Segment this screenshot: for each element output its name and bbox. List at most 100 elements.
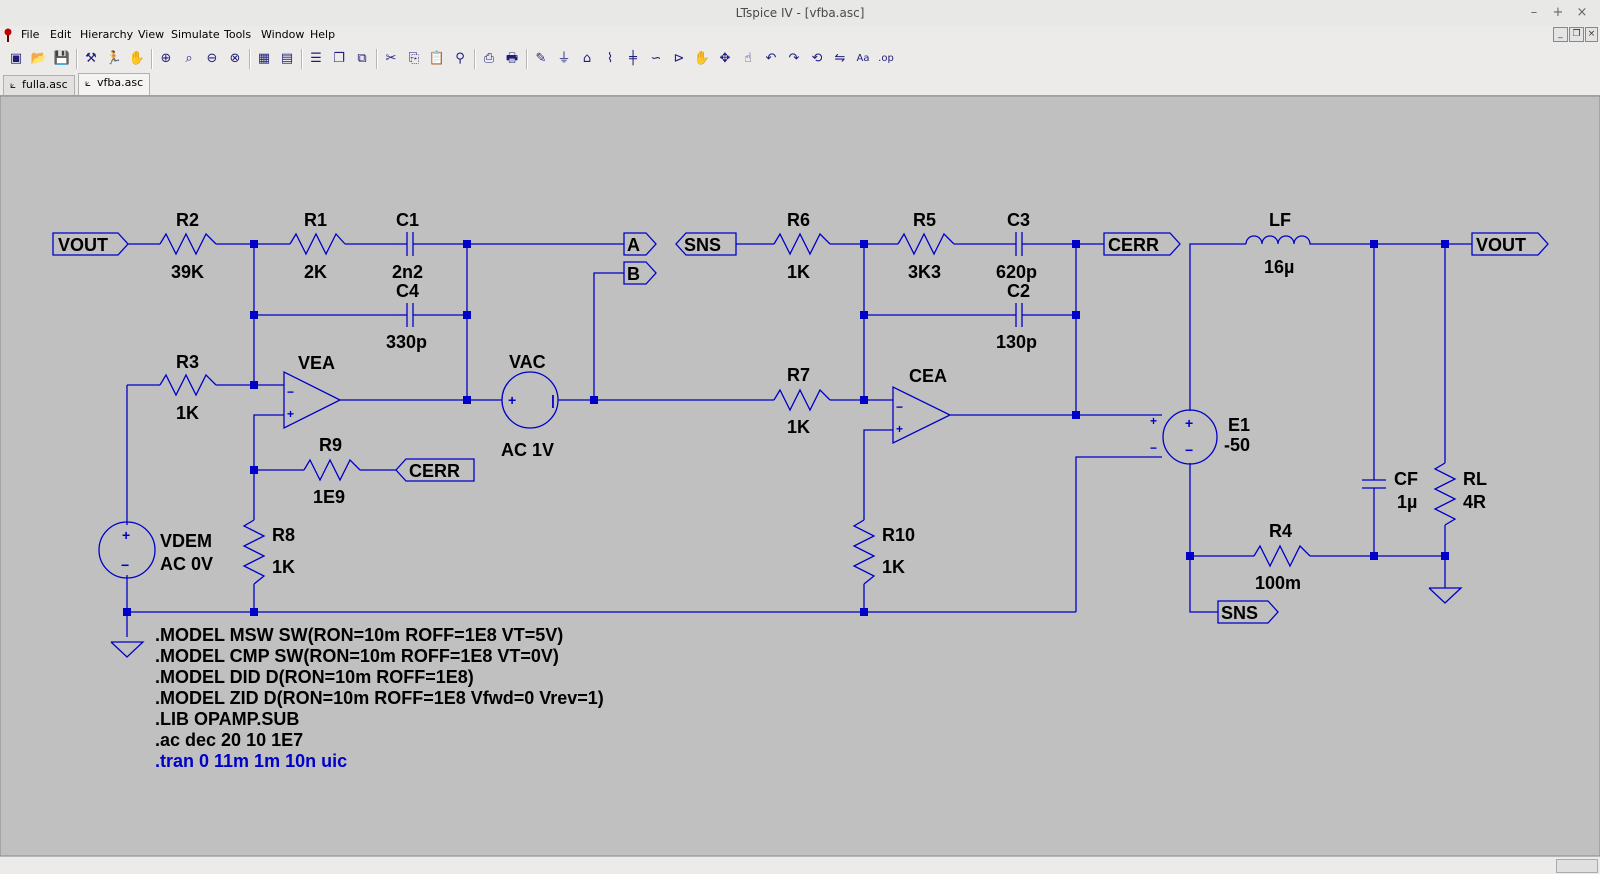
spice-directive-icon[interactable]: .op <box>878 53 894 64</box>
component-value-r10[interactable]: 1K <box>882 557 905 577</box>
net-label-cerr-in[interactable]: CERR <box>409 461 460 481</box>
menu-simulate[interactable]: Simulate <box>171 28 220 41</box>
zoom-out-icon[interactable]: ⊖ <box>206 51 218 66</box>
component-ref-r10[interactable]: R10 <box>882 525 915 545</box>
rotate-icon[interactable]: ⟲ <box>811 51 823 66</box>
redo-icon[interactable]: ↷ <box>788 51 800 66</box>
net-label-vout-in[interactable]: VOUT <box>58 235 108 255</box>
draw-wire-icon[interactable]: ✎ <box>535 51 547 66</box>
component-ref-r3[interactable]: R3 <box>176 352 199 372</box>
component-icon[interactable]: ✋ <box>693 51 711 66</box>
component-ref-e1[interactable]: E1 <box>1228 415 1250 435</box>
component-value-rl[interactable]: 4R <box>1463 492 1486 512</box>
spice-directive[interactable]: .MODEL CMP SW(RON=10m ROFF=1E8 VT=0V) <box>155 646 559 666</box>
component-value-r2[interactable]: 39K <box>171 262 204 282</box>
spice-directive[interactable]: .ac dec 20 10 1E7 <box>155 730 303 750</box>
control-panel-icon[interactable]: ⚒ <box>85 51 97 66</box>
component-value-c2[interactable]: 130p <box>996 332 1037 352</box>
component-ref-r6[interactable]: R6 <box>787 210 810 230</box>
component-value-lf[interactable]: 16µ <box>1264 257 1294 277</box>
spice-directive[interactable]: .MODEL MSW SW(RON=10m ROFF=1E8 VT=5V) <box>155 625 563 645</box>
spice-directive-active[interactable]: .tran 0 11m 1m 10n uic <box>155 751 347 771</box>
menu-view[interactable]: View <box>138 28 165 41</box>
print-icon[interactable]: 🖶 <box>505 51 519 66</box>
spice-directive[interactable]: .LIB OPAMP.SUB <box>155 709 299 729</box>
resize-grip[interactable] <box>1556 859 1598 873</box>
component-value-vdem[interactable]: AC 0V <box>160 554 213 574</box>
inductor-icon[interactable]: ∽ <box>650 51 662 66</box>
component-value-c3[interactable]: 620p <box>996 262 1037 282</box>
component-value-r7[interactable]: 1K <box>787 417 810 437</box>
menu-tools[interactable]: Tools <box>224 28 252 41</box>
net-label-a[interactable]: A <box>627 235 640 255</box>
component-ref-c2[interactable]: C2 <box>1007 281 1030 301</box>
zoom-cancel-icon[interactable]: ⊗ <box>229 51 241 66</box>
net-label-vout-out[interactable]: VOUT <box>1476 235 1526 255</box>
mdi-close-button[interactable]: × <box>1585 27 1598 42</box>
close-all-icon[interactable]: ⧉ <box>357 51 367 66</box>
component-value-r9[interactable]: 1E9 <box>313 487 345 507</box>
component-ref-c3[interactable]: C3 <box>1007 210 1030 230</box>
autorange-icon[interactable]: ▦ <box>257 51 271 66</box>
spice-directive[interactable]: .MODEL DID D(RON=10m ROFF=1E8) <box>155 667 474 687</box>
component-value-c4[interactable]: 330p <box>386 332 427 352</box>
mdi-restore-button[interactable]: ❐ <box>1569 27 1584 42</box>
menu-help[interactable]: Help <box>310 28 336 41</box>
net-label-sns-out[interactable]: SNS <box>1221 603 1258 623</box>
capacitor-icon[interactable]: ╪ <box>629 51 637 66</box>
menu-window[interactable]: Window <box>261 28 305 41</box>
component-ref-rl[interactable]: RL <box>1463 469 1487 489</box>
menu-file[interactable]: File <box>21 28 40 41</box>
maximize-button[interactable]: + <box>1552 5 1564 20</box>
component-ref-vdem[interactable]: VDEM <box>160 531 212 551</box>
spice-directive[interactable]: .MODEL ZID D(RON=10m ROFF=1E8 Vfwd=0 Vre… <box>155 688 604 708</box>
move-icon[interactable]: ✥ <box>719 51 731 66</box>
schematic-canvas[interactable]: +| +− +− −+ −+ +− VOUT A B SNS CERR V <box>0 95 1600 857</box>
component-value-r6[interactable]: 1K <box>787 262 810 282</box>
cascade-icon[interactable]: ❐ <box>333 51 345 66</box>
undo-icon[interactable]: ↶ <box>765 51 777 66</box>
component-value-c1[interactable]: 2n2 <box>392 262 423 282</box>
component-ref-c4[interactable]: C4 <box>396 281 419 301</box>
run-icon[interactable]: 🏃 <box>105 51 123 66</box>
component-ref-c1[interactable]: C1 <box>396 210 419 230</box>
component-value-e1[interactable]: -50 <box>1224 435 1250 455</box>
component-ref-lf[interactable]: LF <box>1269 210 1291 230</box>
mirror-icon[interactable]: ⇋ <box>834 51 846 66</box>
component-ref-r2[interactable]: R2 <box>176 210 199 230</box>
drag-icon[interactable]: ☝ <box>744 51 752 66</box>
tile-horizontal-icon[interactable]: ☰ <box>310 51 322 66</box>
component-ref-r9[interactable]: R9 <box>319 435 342 455</box>
minimize-button[interactable]: – <box>1530 5 1538 20</box>
halt-icon[interactable]: ✋ <box>128 51 146 66</box>
component-ref-r4[interactable]: R4 <box>1269 521 1292 541</box>
paste-icon[interactable]: 📋 <box>428 51 446 66</box>
close-button[interactable]: × <box>1576 5 1588 20</box>
component-ref-vac[interactable]: VAC <box>509 352 546 372</box>
label-net-icon[interactable]: ⌂ <box>582 51 592 66</box>
component-value-r8[interactable]: 1K <box>272 557 295 577</box>
tab-vfba[interactable]: ⟀vfba.asc <box>78 73 151 95</box>
net-label-cerr-out[interactable]: CERR <box>1108 235 1159 255</box>
component-value-r5[interactable]: 3K3 <box>908 262 941 282</box>
new-schematic-icon[interactable]: ▣ <box>9 51 23 66</box>
copy-icon[interactable]: ⎘ <box>408 51 420 66</box>
net-label-sns-in[interactable]: SNS <box>684 235 721 255</box>
mdi-minimize-button[interactable]: _ <box>1553 27 1568 42</box>
component-ref-r1[interactable]: R1 <box>304 210 327 230</box>
component-ref-r8[interactable]: R8 <box>272 525 295 545</box>
cut-icon[interactable]: ✂ <box>385 51 397 66</box>
diode-icon[interactable]: ⊳ <box>673 51 685 66</box>
component-ref-cf[interactable]: CF <box>1394 469 1418 489</box>
net-label-b[interactable]: B <box>627 264 640 284</box>
resistor-icon[interactable]: ⌇ <box>606 51 614 66</box>
component-value-vac[interactable]: AC 1V <box>501 440 554 460</box>
plot-settings-icon[interactable]: ▤ <box>280 51 294 66</box>
component-value-cf[interactable]: 1µ <box>1397 492 1417 512</box>
find-icon[interactable]: ⚲ <box>455 51 465 66</box>
ground-icon[interactable]: ⏚ <box>557 51 571 66</box>
menu-hierarchy[interactable]: Hierarchy <box>80 28 134 41</box>
zoom-full-icon[interactable]: ⌕ <box>185 51 193 66</box>
tab-fulla[interactable]: ⟀fulla.asc <box>3 75 75 95</box>
component-value-r3[interactable]: 1K <box>176 403 199 423</box>
